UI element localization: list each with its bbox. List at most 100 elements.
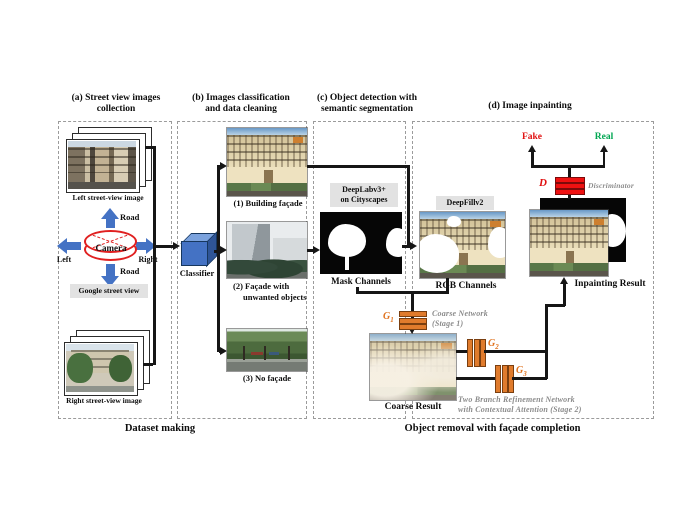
- road-bottom-label: Road: [120, 266, 140, 276]
- flow-line: [568, 193, 571, 199]
- flow-arrowhead: [559, 277, 568, 284]
- right-street-view-photo: [66, 344, 134, 392]
- flow-line: [446, 278, 449, 293]
- flow-line: [484, 350, 546, 353]
- flow-arrowhead: [599, 145, 608, 152]
- g2-label: G2: [488, 338, 499, 352]
- left-label: Left: [56, 255, 72, 264]
- mask-tree-trunk: [344, 252, 349, 271]
- d-label: D: [539, 177, 547, 189]
- coarse-network-label-line1: Coarse Network: [432, 309, 488, 318]
- classifier-label: Classifier: [179, 268, 215, 278]
- road-up-arrow-icon: [101, 208, 119, 219]
- caption-object-removal: Object removal with façade completion: [404, 423, 581, 434]
- flow-line: [531, 165, 605, 168]
- rgb-channels-label: RGB Channels: [435, 281, 497, 291]
- class2-label-line1: (2) Façade with: [233, 281, 290, 291]
- flow-line: [307, 165, 409, 168]
- section-c-title: (c) Object detection with semantic segme…: [306, 93, 428, 115]
- g3-label: G3: [516, 365, 527, 379]
- flow-line: [545, 304, 565, 307]
- g1-label: G1: [383, 311, 394, 325]
- g2-network-icon: [480, 339, 486, 367]
- flow-line: [153, 146, 156, 365]
- flow-line: [214, 250, 219, 253]
- facade-unwanted-objects-photo: [227, 222, 307, 278]
- google-street-view-label: Google street view: [70, 284, 148, 298]
- g2-network-icon: [473, 339, 480, 367]
- section-c-title-line1: (c) Object detection with: [317, 93, 417, 103]
- class2-label-line2: unwanted objects: [243, 292, 307, 302]
- rgb-mask-blob: [447, 215, 461, 227]
- mask-channels-image: [320, 212, 402, 274]
- panel-c-box: [313, 121, 406, 419]
- rgb-mask-blob: [488, 226, 505, 259]
- road-up-arrow-shaft: [105, 219, 115, 228]
- section-b-title-line2: and data cleaning: [205, 104, 277, 114]
- left-stack-label: Left street-view image: [72, 193, 144, 202]
- deeplab-label-line2: on Cityscapes: [340, 195, 388, 204]
- coarse-network-label-line2: (Stage 1): [432, 319, 464, 328]
- discriminator-icon: [555, 189, 585, 195]
- section-a-title: (a) Street view images collection: [55, 93, 177, 115]
- road-down-arrow-shaft: [105, 264, 115, 276]
- flow-arrowhead: [410, 242, 417, 250]
- flow-line: [356, 291, 449, 294]
- flow-line: [145, 146, 153, 149]
- deeplab-label-line1: DeepLabv3+: [342, 185, 386, 194]
- flow-line: [155, 245, 175, 248]
- section-b-title: (b) Images classification and data clean…: [176, 93, 306, 115]
- flow-arrowhead: [220, 347, 227, 355]
- section-a-title-line2: collection: [96, 104, 136, 114]
- left-stack-card-front: [66, 139, 140, 193]
- deeplab-label: DeepLabv3+ on Cityscapes: [330, 183, 398, 207]
- classifier-cube-icon: [181, 241, 208, 266]
- flow-arrowhead: [313, 246, 320, 254]
- real-label: Real: [594, 132, 614, 142]
- flow-line: [531, 151, 534, 166]
- right-arrow-icon: [146, 238, 156, 254]
- section-b-title-line1: (b) Images classification: [192, 93, 290, 103]
- flow-arrowhead: [173, 242, 180, 250]
- right-arrow-shaft: [136, 242, 147, 250]
- g1-network-icon: [399, 317, 427, 324]
- flow-line: [512, 377, 547, 380]
- discriminator-label: Discriminator: [588, 181, 634, 190]
- g3-network-icon: [501, 365, 508, 393]
- g1-network-icon: [399, 324, 427, 330]
- g1-network-icon: [399, 311, 427, 317]
- left-arrow-icon: [57, 238, 67, 254]
- left-street-view-photo: [68, 141, 136, 189]
- section-d-title: (d) Image inpainting: [488, 101, 572, 111]
- discriminator-icon: [555, 183, 585, 189]
- panel-a-box: [58, 121, 172, 419]
- flow-line: [402, 245, 411, 248]
- flow-line: [563, 284, 566, 306]
- refine-network-label-line2: with Contextual Attention (Stage 2): [458, 405, 582, 414]
- building-facade-photo: [227, 128, 307, 196]
- deepfill-label: DeepFillv2: [436, 196, 494, 210]
- discriminator-icon: [555, 177, 585, 183]
- right-stack-card-front: [64, 342, 138, 396]
- mask-tree-blob: [328, 224, 366, 257]
- mask-tree-blob: [385, 228, 402, 257]
- flow-line: [143, 363, 153, 366]
- flow-arrowhead: [528, 145, 536, 152]
- flow-line: [407, 165, 410, 247]
- section-a-title-line1: (a) Street view images: [71, 93, 161, 103]
- section-c-title-line2: semantic segmentation: [320, 104, 414, 114]
- flow-arrowhead: [220, 246, 227, 254]
- flow-line: [307, 249, 315, 252]
- camera-label: Camera: [95, 243, 127, 253]
- flow-line: [602, 151, 605, 166]
- coarse-result-label: Coarse Result: [384, 402, 442, 412]
- flow-line: [456, 377, 495, 380]
- right-stack-label: Right street-view image: [66, 396, 142, 405]
- right-label: Right: [138, 255, 158, 264]
- g3-network-icon: [495, 365, 501, 393]
- flow-line: [217, 165, 220, 352]
- flow-line: [356, 287, 359, 293]
- inpainting-result-label: Inpainting Result: [574, 279, 646, 289]
- flow-arrowhead: [220, 162, 227, 170]
